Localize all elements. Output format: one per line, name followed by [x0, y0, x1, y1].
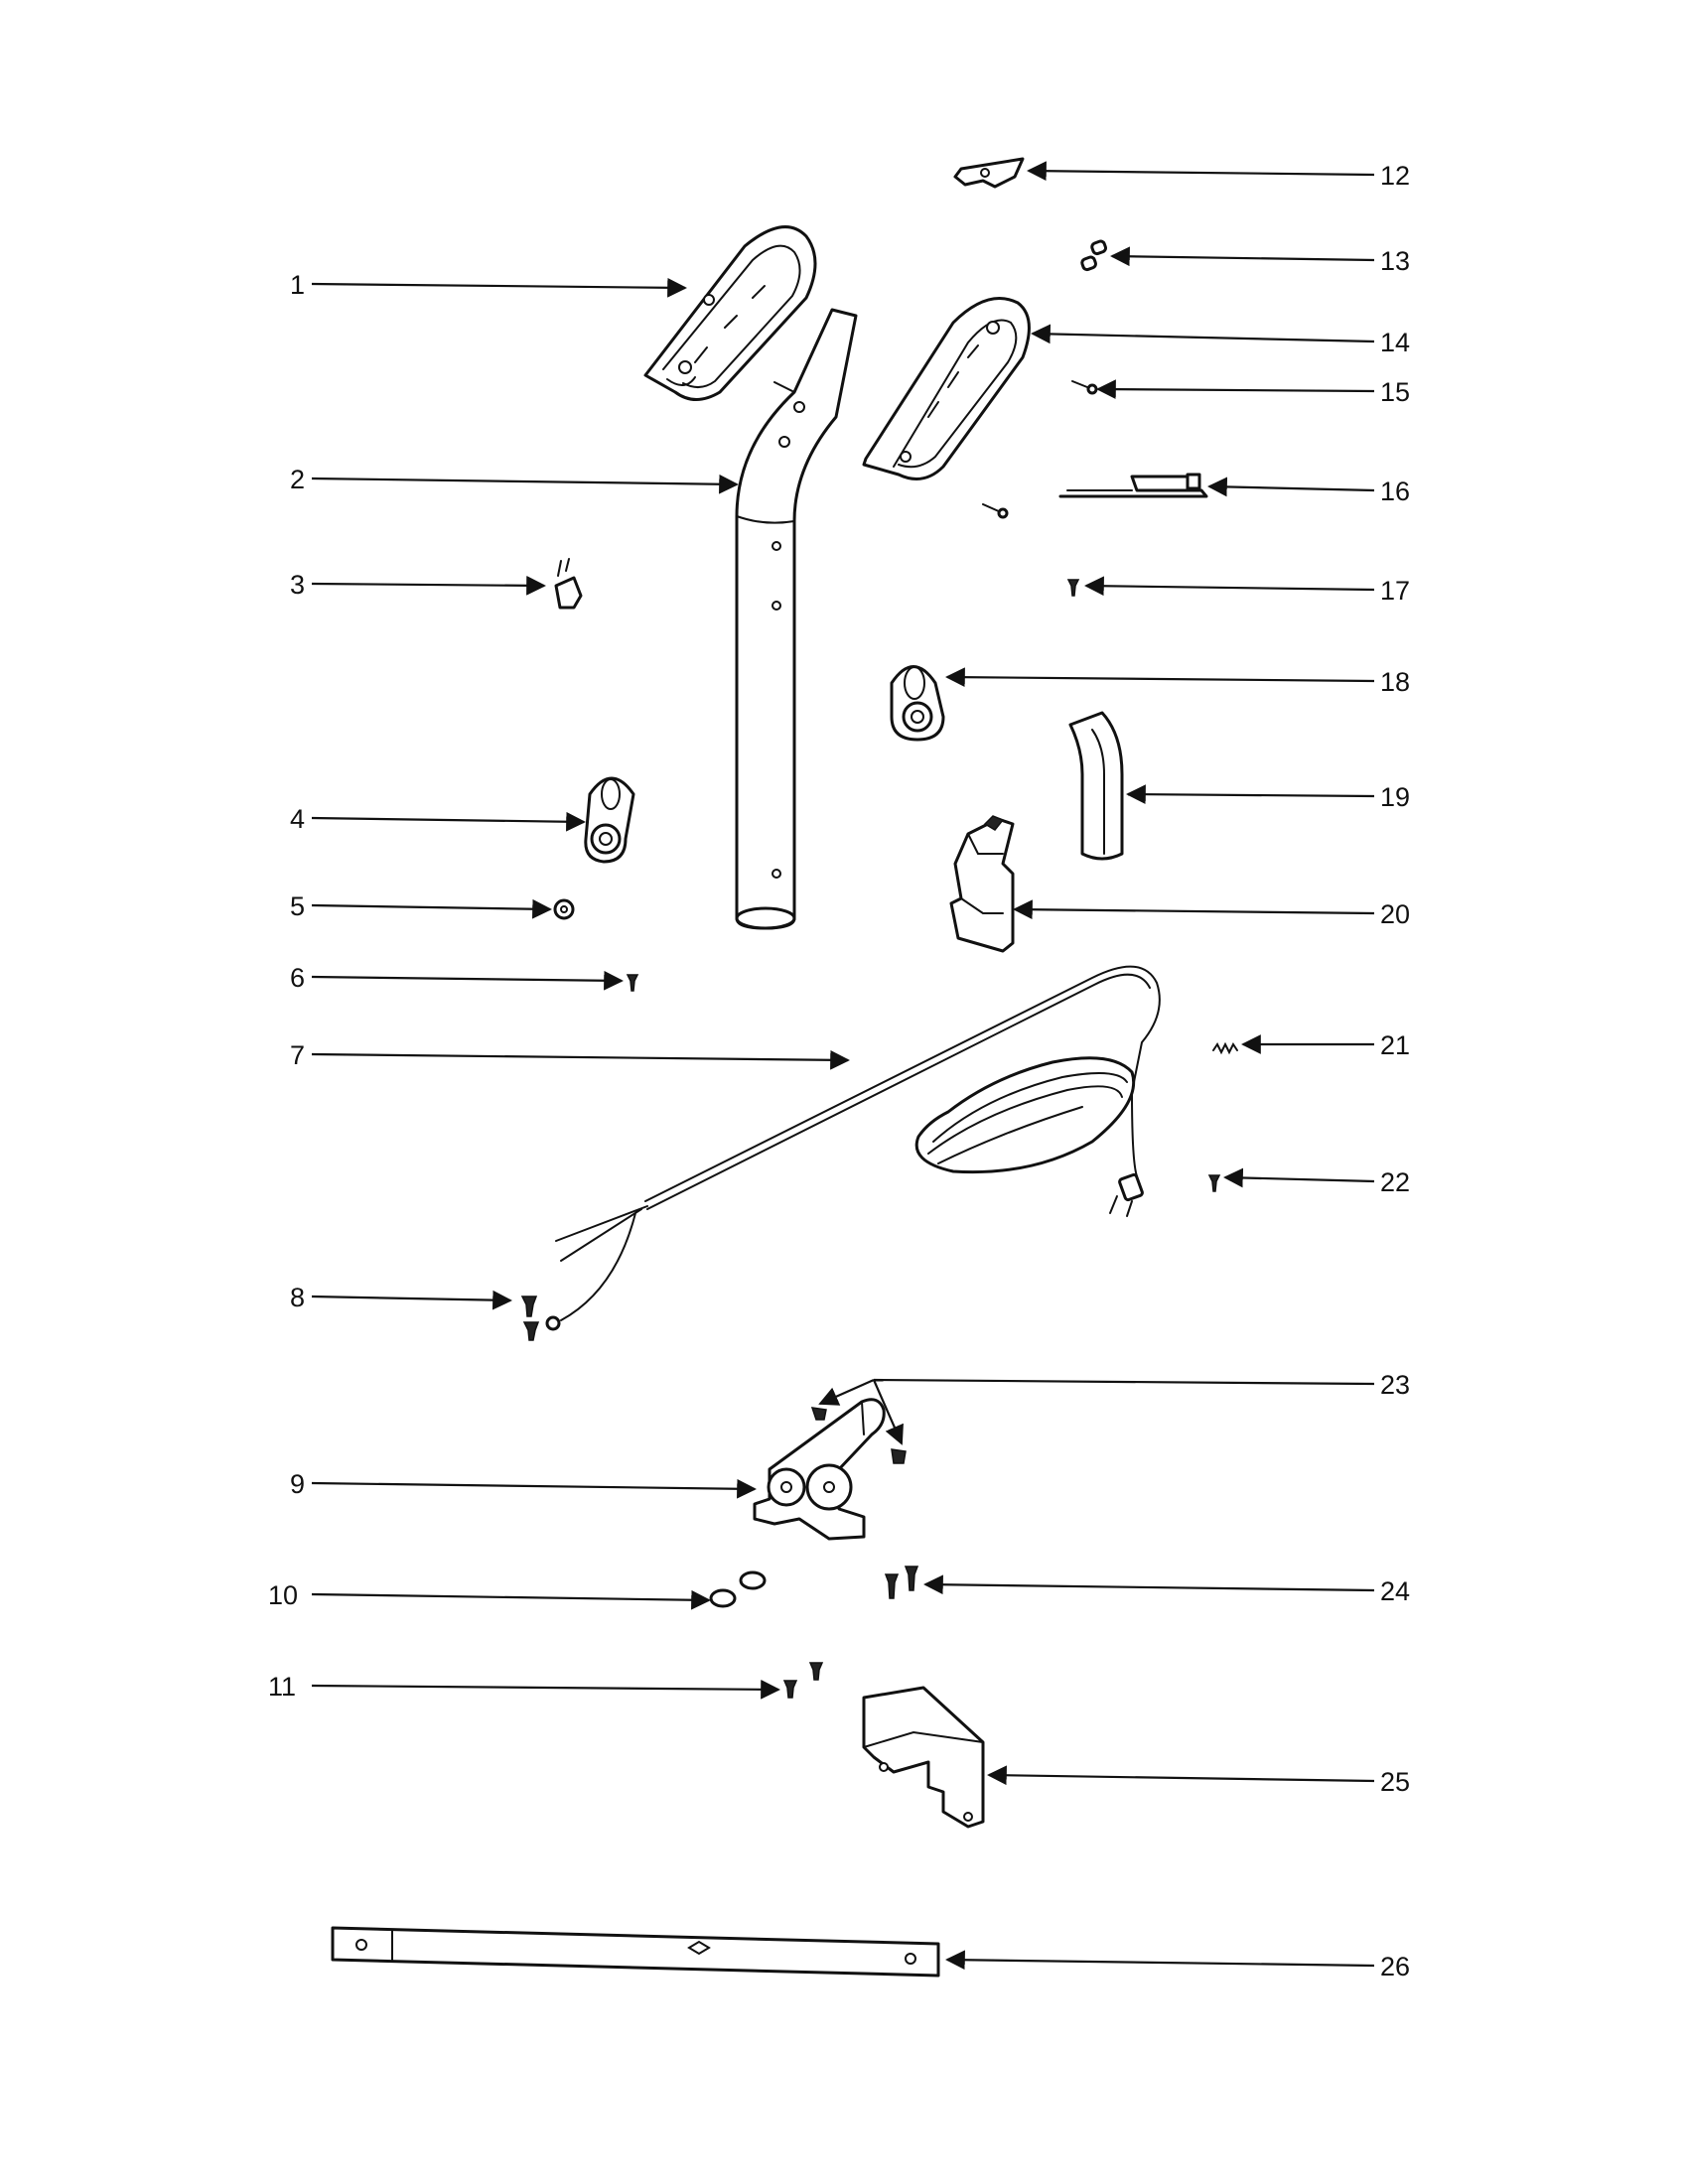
part-20-bracket-housing — [949, 815, 1015, 953]
part-22-screw — [1207, 1174, 1221, 1192]
part-11-screws — [782, 1662, 824, 1699]
callout-15: 15 — [1380, 377, 1410, 407]
part-24-screws — [884, 1566, 919, 1599]
part-13-caps — [1080, 239, 1108, 272]
callout-13: 13 — [1380, 246, 1410, 276]
callout-9: 9 — [290, 1469, 305, 1499]
callout-11: 11 — [268, 1672, 296, 1702]
part-3-switch — [554, 558, 583, 610]
callout-26: 26 — [1380, 1952, 1410, 1981]
callout-22: 22 — [1380, 1167, 1410, 1197]
callout-20: 20 — [1380, 899, 1410, 929]
part-4-cord-hook — [584, 776, 635, 864]
callout-3: 3 — [290, 570, 305, 600]
part-9-pivot-bracket — [753, 1398, 886, 1541]
leader-lines — [311, 161, 1375, 1971]
callout-1: 1 — [290, 270, 305, 300]
part-12-bracket-clip — [953, 157, 1025, 189]
part-16-switch-plate — [1058, 473, 1208, 498]
part-14-handle-half-right — [862, 297, 1031, 480]
callout-labels: 1 2 3 4 5 6 7 8 9 10 11 12 13 14 15 16 1… — [268, 161, 1410, 1981]
callout-2: 2 — [290, 465, 305, 494]
part-1-handle-half-left — [643, 225, 817, 401]
part-7-power-cord — [545, 965, 1161, 1331]
part-23-screws — [810, 1407, 907, 1464]
part-6-screw — [626, 974, 639, 992]
callout-23: 23 — [1380, 1370, 1410, 1400]
callout-10: 10 — [268, 1580, 298, 1610]
callout-17: 17 — [1380, 576, 1410, 606]
part-15b-screw — [982, 503, 1009, 519]
callout-21: 21 — [1380, 1030, 1410, 1060]
part-19-curved-sleeve — [1068, 711, 1124, 861]
callout-7: 7 — [290, 1040, 305, 1070]
part-18-cord-hook — [890, 665, 945, 742]
callout-14: 14 — [1380, 328, 1410, 357]
part-26-long-bar — [331, 1926, 940, 1978]
callout-24: 24 — [1380, 1576, 1410, 1606]
part-25-bent-bracket — [862, 1686, 985, 1829]
part-8-screws — [520, 1296, 540, 1341]
callout-16: 16 — [1380, 477, 1410, 506]
part-15-screw — [1071, 380, 1098, 395]
callout-19: 19 — [1380, 782, 1410, 812]
callout-4: 4 — [290, 804, 305, 834]
part-2-handle-tube — [735, 308, 858, 930]
callout-8: 8 — [290, 1283, 305, 1312]
part-21-spring — [1212, 1041, 1238, 1055]
callout-5: 5 — [290, 891, 305, 921]
part-10-nuts — [709, 1570, 767, 1608]
callout-25: 25 — [1380, 1767, 1410, 1797]
part-17-screw — [1066, 579, 1080, 597]
callout-18: 18 — [1380, 667, 1410, 697]
callout-12: 12 — [1380, 161, 1410, 191]
part-5-washer — [553, 898, 575, 920]
callout-6: 6 — [290, 963, 305, 993]
